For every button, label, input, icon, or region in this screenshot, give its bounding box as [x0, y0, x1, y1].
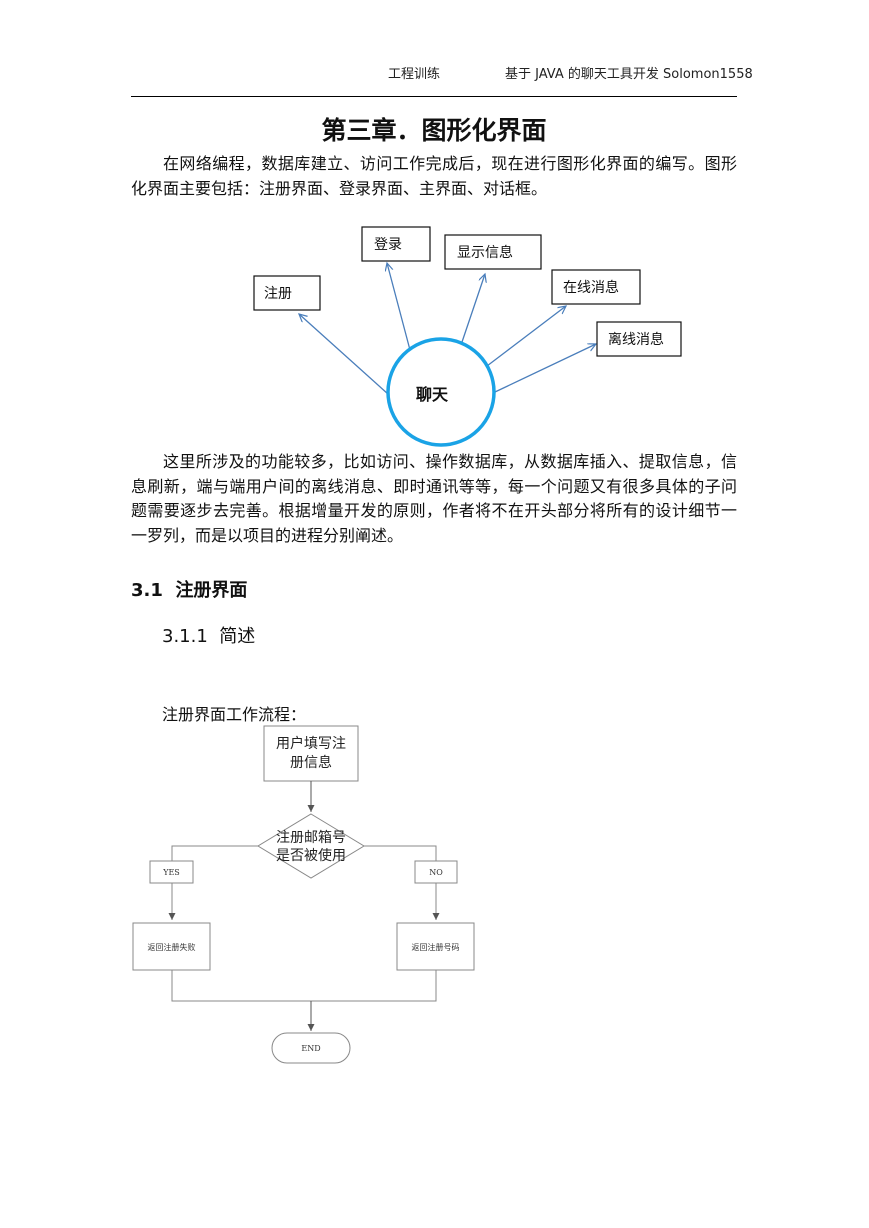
subsection-heading: 3.1.1 简述 — [162, 622, 255, 648]
flow-no-label-box — [414, 860, 458, 884]
node-chat-center-label: 聊天 — [416, 385, 449, 404]
flow-end-terminator — [271, 1032, 351, 1064]
header-left-text: 工程训练 — [388, 67, 441, 82]
connector-register — [299, 314, 389, 395]
flow-no-label: NO — [429, 868, 443, 877]
flow-yes-label: YES — [162, 868, 180, 877]
flow-success-label: 返回注册号码 — [412, 942, 460, 952]
flow-success-box — [396, 922, 475, 971]
intro-paragraph-text: 在网络编程，数据库建立、访问工作完成后，现在进行图形化界面的编写。图形化界面主要… — [131, 154, 737, 198]
flow-fail-label: 返回注册失败 — [148, 942, 196, 952]
flow-decision-line1: 注册邮箱号 — [276, 830, 346, 846]
node-chat-center: 聊天 — [386, 337, 496, 447]
flow-start-line2: 册信息 — [290, 754, 332, 771]
flow-decision-diamond — [257, 813, 365, 879]
body-paragraph-text: 这里所涉及的功能较多，比如访问、操作数据库，从数据库插入、提取信息，信息刷新，端… — [131, 452, 737, 545]
node-show-info-label: 显示信息 — [457, 244, 513, 261]
connector-login — [387, 263, 411, 351]
intro-paragraph: 在网络编程，数据库建立、访问工作完成后，现在进行图形化界面的编写。图形化界面主要… — [131, 152, 737, 201]
flow-start-box — [263, 725, 359, 782]
node-register: 注册 — [253, 275, 321, 311]
flow-caption: 注册界面工作流程： — [162, 705, 307, 724]
flow-fail-box — [132, 922, 211, 971]
flow-yes-label-box — [149, 860, 194, 884]
connector-offline-msg — [494, 344, 596, 393]
connector-show-info — [460, 274, 485, 346]
subsection-number: 3.1.1 — [162, 626, 208, 647]
connector-online-msg — [486, 306, 566, 367]
subsection-title: 简述 — [219, 626, 256, 647]
node-online-msg-label: 在线消息 — [563, 279, 619, 296]
node-register-label: 注册 — [264, 286, 292, 302]
section-number: 3.1 — [131, 580, 163, 601]
flow-edge-decision-left — [168, 845, 258, 920]
node-offline-msg: 离线消息 — [596, 321, 682, 357]
header-rule — [131, 96, 737, 97]
body-paragraph: 这里所涉及的功能较多，比如访问、操作数据库，从数据库插入、提取信息，信息刷新，端… — [131, 450, 737, 548]
section-heading: 3.1 注册界面 — [131, 576, 247, 602]
section-title: 注册界面 — [175, 580, 248, 601]
flow-edge-decision-right — [364, 845, 440, 920]
flow-edge-merge — [171, 970, 437, 1002]
node-login: 登录 — [361, 226, 431, 262]
registration-flowchart: 用户填写注 册信息 注册邮箱号 是否被使用 YES NO 返回注册失败 返回注册… — [132, 725, 475, 1064]
flow-decision-line2: 是否被使用 — [276, 847, 346, 864]
node-online-msg: 在线消息 — [551, 269, 641, 305]
node-login-label: 登录 — [374, 237, 402, 253]
node-show-info: 显示信息 — [444, 234, 542, 270]
node-offline-msg-label: 离线消息 — [608, 331, 664, 348]
flow-end-label: END — [301, 1044, 320, 1053]
flow-start-line1: 用户填写注 — [276, 735, 346, 752]
chapter-title: 第三章．图形化界面 — [321, 116, 547, 145]
header-right-text: 基于 JAVA 的聊天工具开发 Solomon1558 — [505, 67, 753, 82]
